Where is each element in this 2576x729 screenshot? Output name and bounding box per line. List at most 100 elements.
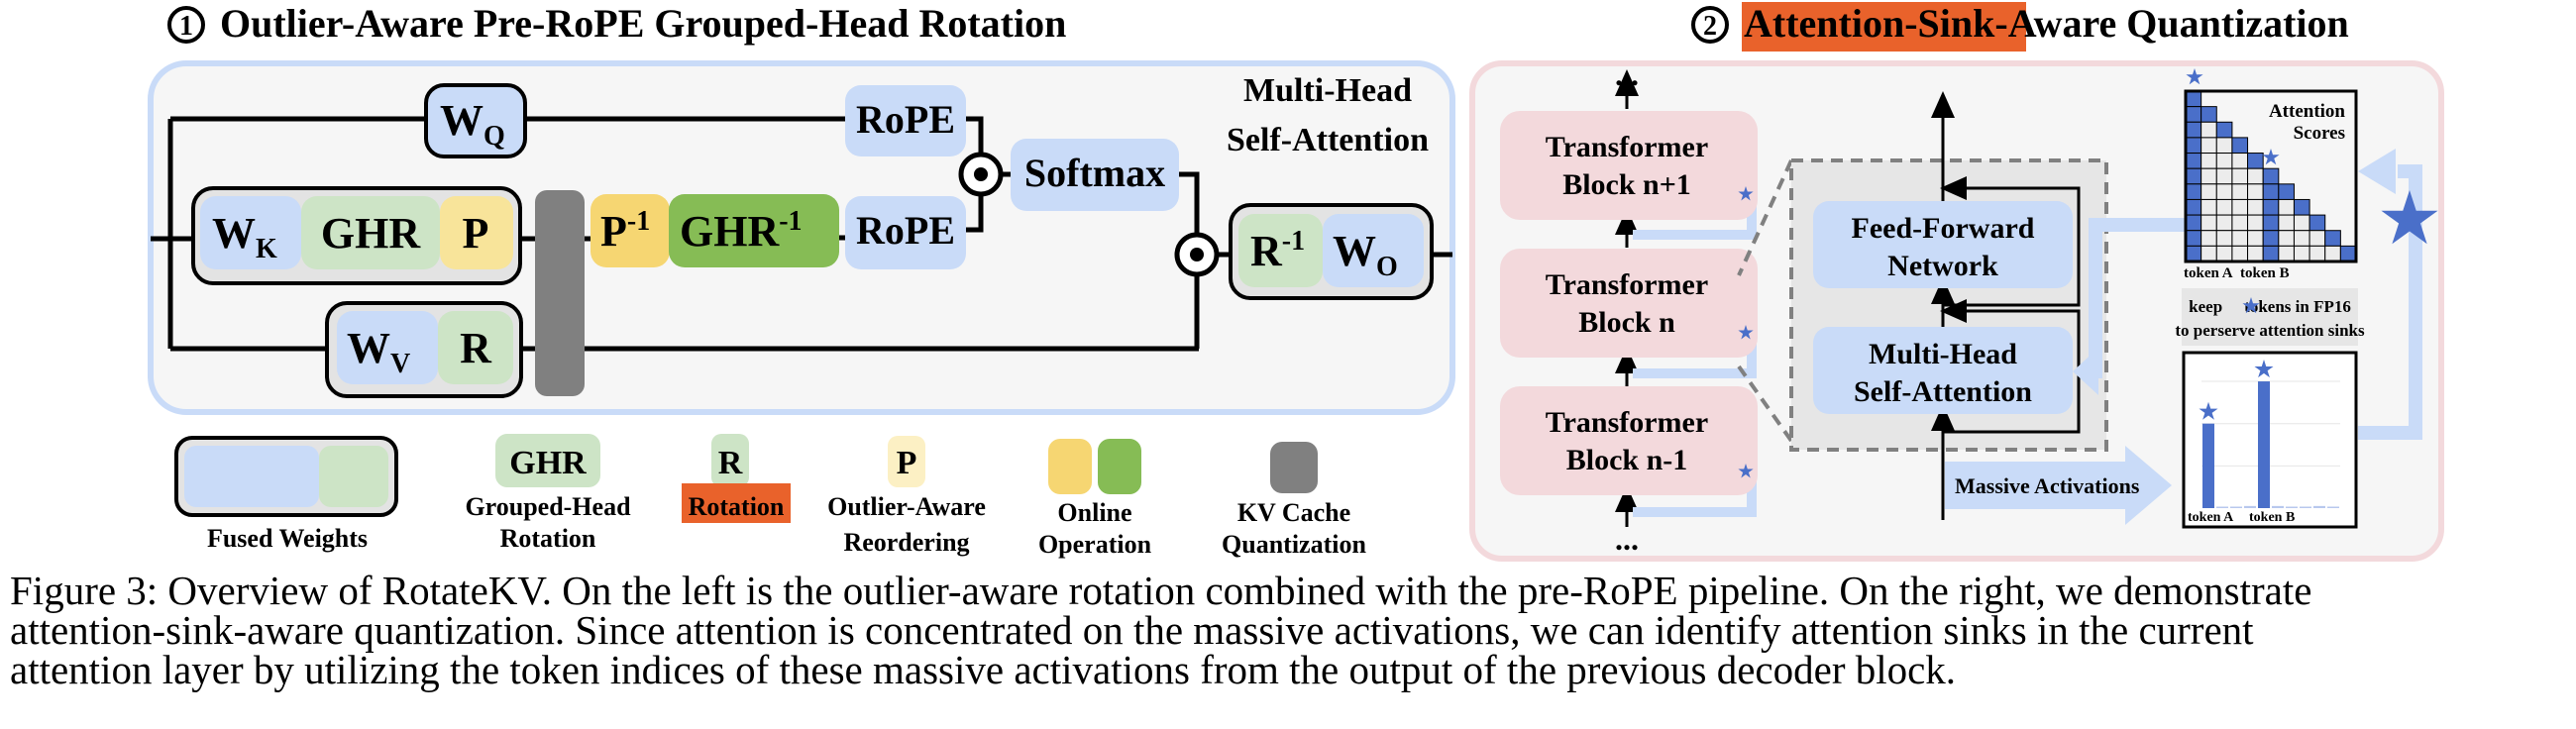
ghr-cell <box>301 196 440 269</box>
bar-to-scores-wire <box>2358 164 2422 440</box>
section2-title: 2 Attention-Sink-Aware Quantization <box>1691 1 2349 52</box>
wo-cell <box>1323 214 1424 287</box>
matrix-token-b-label: token B <box>2240 265 2290 281</box>
attention-cell-high <box>2185 90 2202 108</box>
attention-cell <box>2231 167 2249 185</box>
attention-cell <box>2200 167 2217 185</box>
attention-cell-high <box>2185 121 2202 139</box>
fused-o-block: R-1 WO <box>1229 203 1434 300</box>
attention-cell-high <box>2231 137 2249 155</box>
activation-bar <box>2202 423 2214 508</box>
svg-text:Block n: Block n <box>1578 306 1675 339</box>
attention-cell <box>2278 245 2295 262</box>
p-cell <box>440 196 513 269</box>
attention-cell <box>2215 214 2233 232</box>
attention-cell <box>2247 214 2264 232</box>
rope-q-block <box>845 85 966 156</box>
legend-rotation: R Rotation <box>682 434 791 523</box>
legend: Fused Weights GHR Grouped-Head Rotation … <box>174 434 1366 559</box>
attention-cell <box>2231 245 2249 262</box>
attention-cell-high <box>2185 153 2202 169</box>
attention-cell-high <box>2200 106 2217 123</box>
caption-line-1: Figure 3: Overview of RotateKV. On the l… <box>10 568 2312 613</box>
title-highlight <box>1742 2 2026 52</box>
svg-text:KV Cache: KV Cache <box>1237 498 1350 527</box>
svg-text:Operation: Operation <box>1038 530 1152 559</box>
ffn-block <box>1813 201 2073 288</box>
attention-title-line2: Scores <box>2294 123 2345 144</box>
number-2: 2 <box>1703 11 1717 42</box>
wires <box>151 116 1452 352</box>
legend-fused-weights: Fused Weights <box>174 436 398 553</box>
svg-text:Rotation: Rotation <box>500 524 596 553</box>
r-inv-cell <box>1238 214 1323 287</box>
chart-token-b-label: token B <box>2249 510 2295 525</box>
attention-cell-high <box>2185 167 2202 185</box>
attention-cell <box>2247 198 2264 216</box>
kv-cache-quantization-bar <box>535 190 585 396</box>
dot-product-av <box>1174 232 1220 277</box>
wo-label: WO <box>1333 227 1398 282</box>
attention-cell <box>2215 183 2233 200</box>
right-panel: ... ... Transformer Block n+1 Transfo <box>1469 56 2444 562</box>
activation-bar <box>2300 506 2311 508</box>
svg-text:Fused Weights: Fused Weights <box>207 524 368 553</box>
attention-cell-high <box>2262 183 2280 200</box>
attention-cell <box>2215 245 2233 262</box>
ffn-label-line2: Network <box>1887 250 1998 282</box>
softmax-block <box>1011 139 1179 211</box>
svg-text:Outlier-Aware: Outlier-Aware <box>827 492 986 521</box>
section2-title-text: Attention-Sink-Aware Quantization <box>1744 1 2349 46</box>
rope-k-label: RoPE <box>856 208 955 253</box>
attention-cell <box>2215 230 2233 247</box>
attention-cell <box>2215 198 2233 216</box>
svg-text:R: R <box>718 445 743 481</box>
keep-tokens-note <box>2182 288 2358 346</box>
attention-cell <box>2247 230 2264 247</box>
wk-label: WK <box>212 209 277 264</box>
softmax-label: Softmax <box>1024 151 1165 195</box>
activation-bar <box>2327 506 2339 508</box>
attention-cell <box>2308 230 2326 247</box>
attention-cell-high <box>2262 245 2280 262</box>
number-1: 1 <box>179 11 193 42</box>
zoom-connectors <box>1737 159 1793 443</box>
svg-text:Transformer: Transformer <box>1546 268 1708 301</box>
svg-text:Online: Online <box>1057 498 1131 527</box>
number-badge-1 <box>167 6 205 44</box>
attention-cell <box>2308 245 2326 262</box>
attention-cell <box>2200 153 2217 169</box>
wq-label: WQ <box>440 96 505 152</box>
legend-online-operation: Online Operation <box>1038 439 1152 559</box>
legend-ghr: GHR Grouped-Head Rotation <box>465 434 631 553</box>
figure-caption: Figure 3: Overview of RotateKV. On the l… <box>10 568 2576 690</box>
attention-cell-high <box>2262 214 2280 232</box>
attention-cell-high <box>2262 198 2280 216</box>
wv-cell <box>337 311 438 384</box>
attention-cell <box>2200 121 2217 139</box>
wv-label: WV <box>347 324 410 379</box>
activation-bar <box>2216 506 2228 508</box>
chart-token-a-label: token A <box>2188 510 2234 525</box>
attention-cell-high <box>2185 198 2202 216</box>
mhsa-label-line1: Multi-Head <box>1869 338 2017 370</box>
svg-text:Transformer: Transformer <box>1546 131 1708 163</box>
attention-scores-matrix <box>2185 90 2357 262</box>
legend-kv-cache: KV Cache Quantization <box>1222 442 1366 559</box>
mhsa-label-line2: Self-Attention <box>1854 375 2032 408</box>
attention-cell <box>2247 245 2264 262</box>
transformer-block-n-minus-1: Transformer Block n-1 <box>1500 386 1758 495</box>
mhsa-label-line2: Self-Attention <box>1227 122 1429 158</box>
massive-activations-arrow <box>1945 446 2172 525</box>
section1-title: 1 Outlier-Aware Pre-RoPE Grouped-Head Ro… <box>167 1 1066 46</box>
attention-cell <box>2215 137 2233 155</box>
attention-cell-high <box>2293 198 2310 216</box>
attention-cell-high <box>2247 153 2264 169</box>
ghr-label: GHR <box>321 209 421 258</box>
attention-cell <box>2293 245 2310 262</box>
attention-cell <box>2200 198 2217 216</box>
attention-cell-high <box>2185 106 2202 123</box>
svg-text:Transformer: Transformer <box>1546 406 1708 439</box>
activation-bar <box>2272 505 2284 508</box>
